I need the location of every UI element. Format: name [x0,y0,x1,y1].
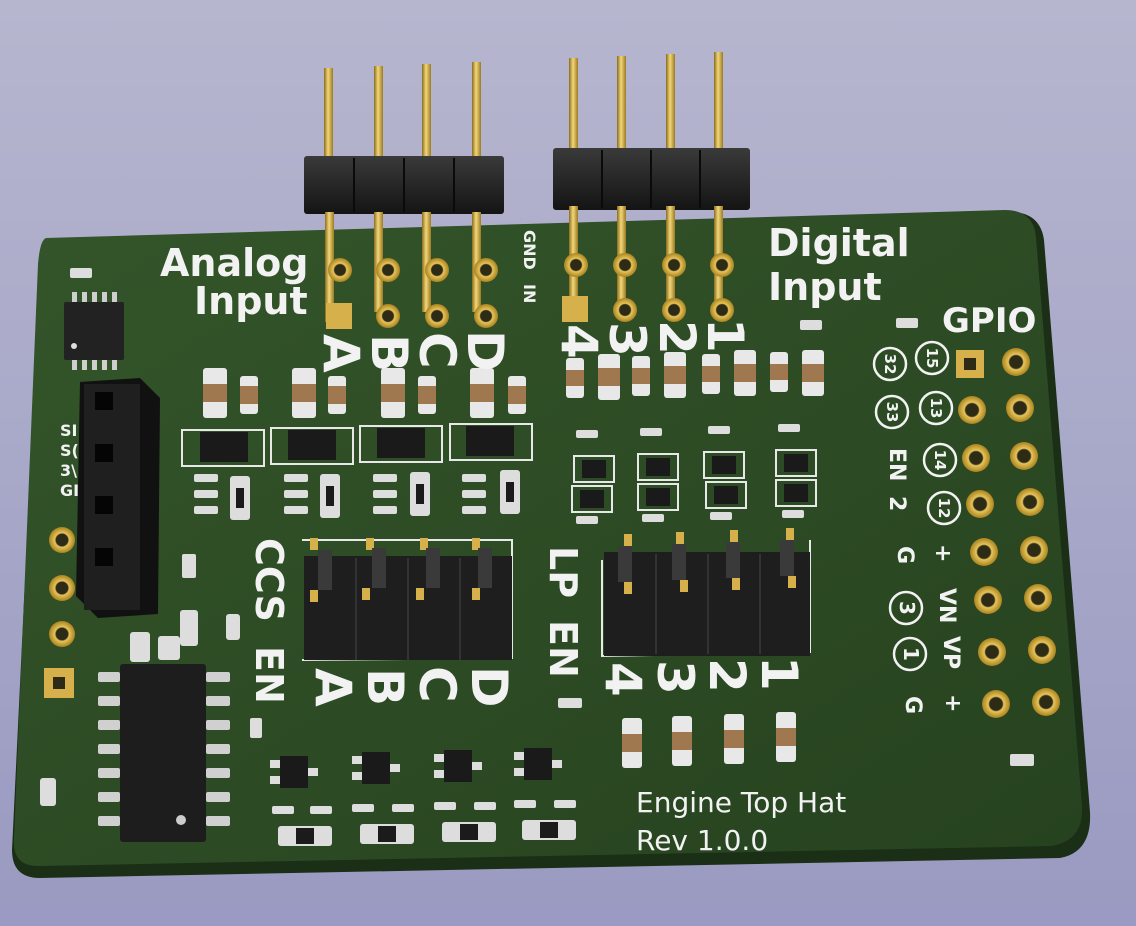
analog-input-label-1: Analog [160,241,308,285]
gpio-circles [872,340,962,672]
analog-input-label-2: Input [194,279,308,323]
ccs-en-header [301,538,513,661]
left-edge-pads [44,527,75,698]
lp-channel-labels: 4 3 2 1 [594,656,808,697]
gpio-circled-33: 33 [883,402,901,423]
lp-label-1: 1 [750,656,808,691]
board-title-line-1: Engine Top Hat [636,786,846,819]
lp-en-label: EN [541,620,585,678]
ccs-label: CCS [247,538,291,622]
left-header-label-2: S( [60,441,79,460]
analog-label-d: D [456,330,514,372]
gpio-plus-label-2: + [940,694,965,712]
soic-ic [98,664,230,842]
gpio-plus-label-1: + [930,544,955,562]
lp-en-header [601,528,811,658]
analog-pad-square [326,303,352,329]
gpio-circled-15: 15 [923,348,941,369]
digital-label-4: 4 [550,324,608,359]
analog-header-pins-top [324,62,481,168]
gpio-vp-label: VP [938,636,963,669]
gpio-circled-13: 13 [927,398,945,419]
gpio-2-label: 2 [884,496,909,511]
bottom-smd-components [40,268,1034,846]
digital-in-label: IN [520,284,539,303]
digital-input-label-1: Digital [768,221,910,265]
ccs-label-c: C [408,666,466,703]
gpio-en-label: EN [884,448,909,481]
digital-input-header [553,52,750,322]
left-header-label-1: SI [60,421,77,440]
gpio-circled-12: 12 [935,498,953,519]
ccs-label-d: D [460,666,518,708]
small-ic [64,292,124,370]
ccs-label-a: A [304,668,362,707]
left-header-label-4: GI [60,481,79,500]
lp-label-3: 3 [646,660,704,695]
analog-label-c: C [408,332,466,369]
analog-input-header [304,62,504,329]
digital-label-1: 1 [696,318,754,353]
analog-label-b: B [360,334,418,372]
ccs-en-label: EN [247,646,291,704]
lp-label-2: 2 [698,658,756,693]
gpio-pads [956,348,1060,718]
digital-label-2: 2 [648,320,706,355]
gpio-circled-32: 32 [881,354,899,375]
ccs-channel-labels: A B C D [304,666,518,708]
gpio-circled-14: 14 [931,450,949,471]
digital-channel-labels: 4 3 2 1 [550,318,754,359]
gpio-circled-3: 3 [895,601,919,615]
gpio-g-label-2: G [900,696,925,714]
analog-label-a: A [312,334,370,373]
gpio-vn-label: VN [934,588,959,623]
digital-label-3: 3 [598,322,656,357]
gpio-g-label-1: G [892,546,917,564]
ccs-label-b: B [356,668,414,706]
gpio-title: GPIO [942,301,1036,341]
digital-input-label-2: Input [768,265,882,309]
board-title-line-2: Rev 1.0.0 [636,824,768,857]
gpio-circled-1: 1 [899,647,923,661]
lp-label-4: 4 [594,662,652,697]
digital-smd-components [566,320,824,524]
left-header-label-3: 3\ [60,461,77,480]
left-socket-header [76,378,160,618]
analog-channel-labels: A B C D [312,330,514,373]
analog-smd-components [181,368,533,520]
digital-gnd-label: GND [520,230,539,270]
lp-label: LP [541,546,585,598]
